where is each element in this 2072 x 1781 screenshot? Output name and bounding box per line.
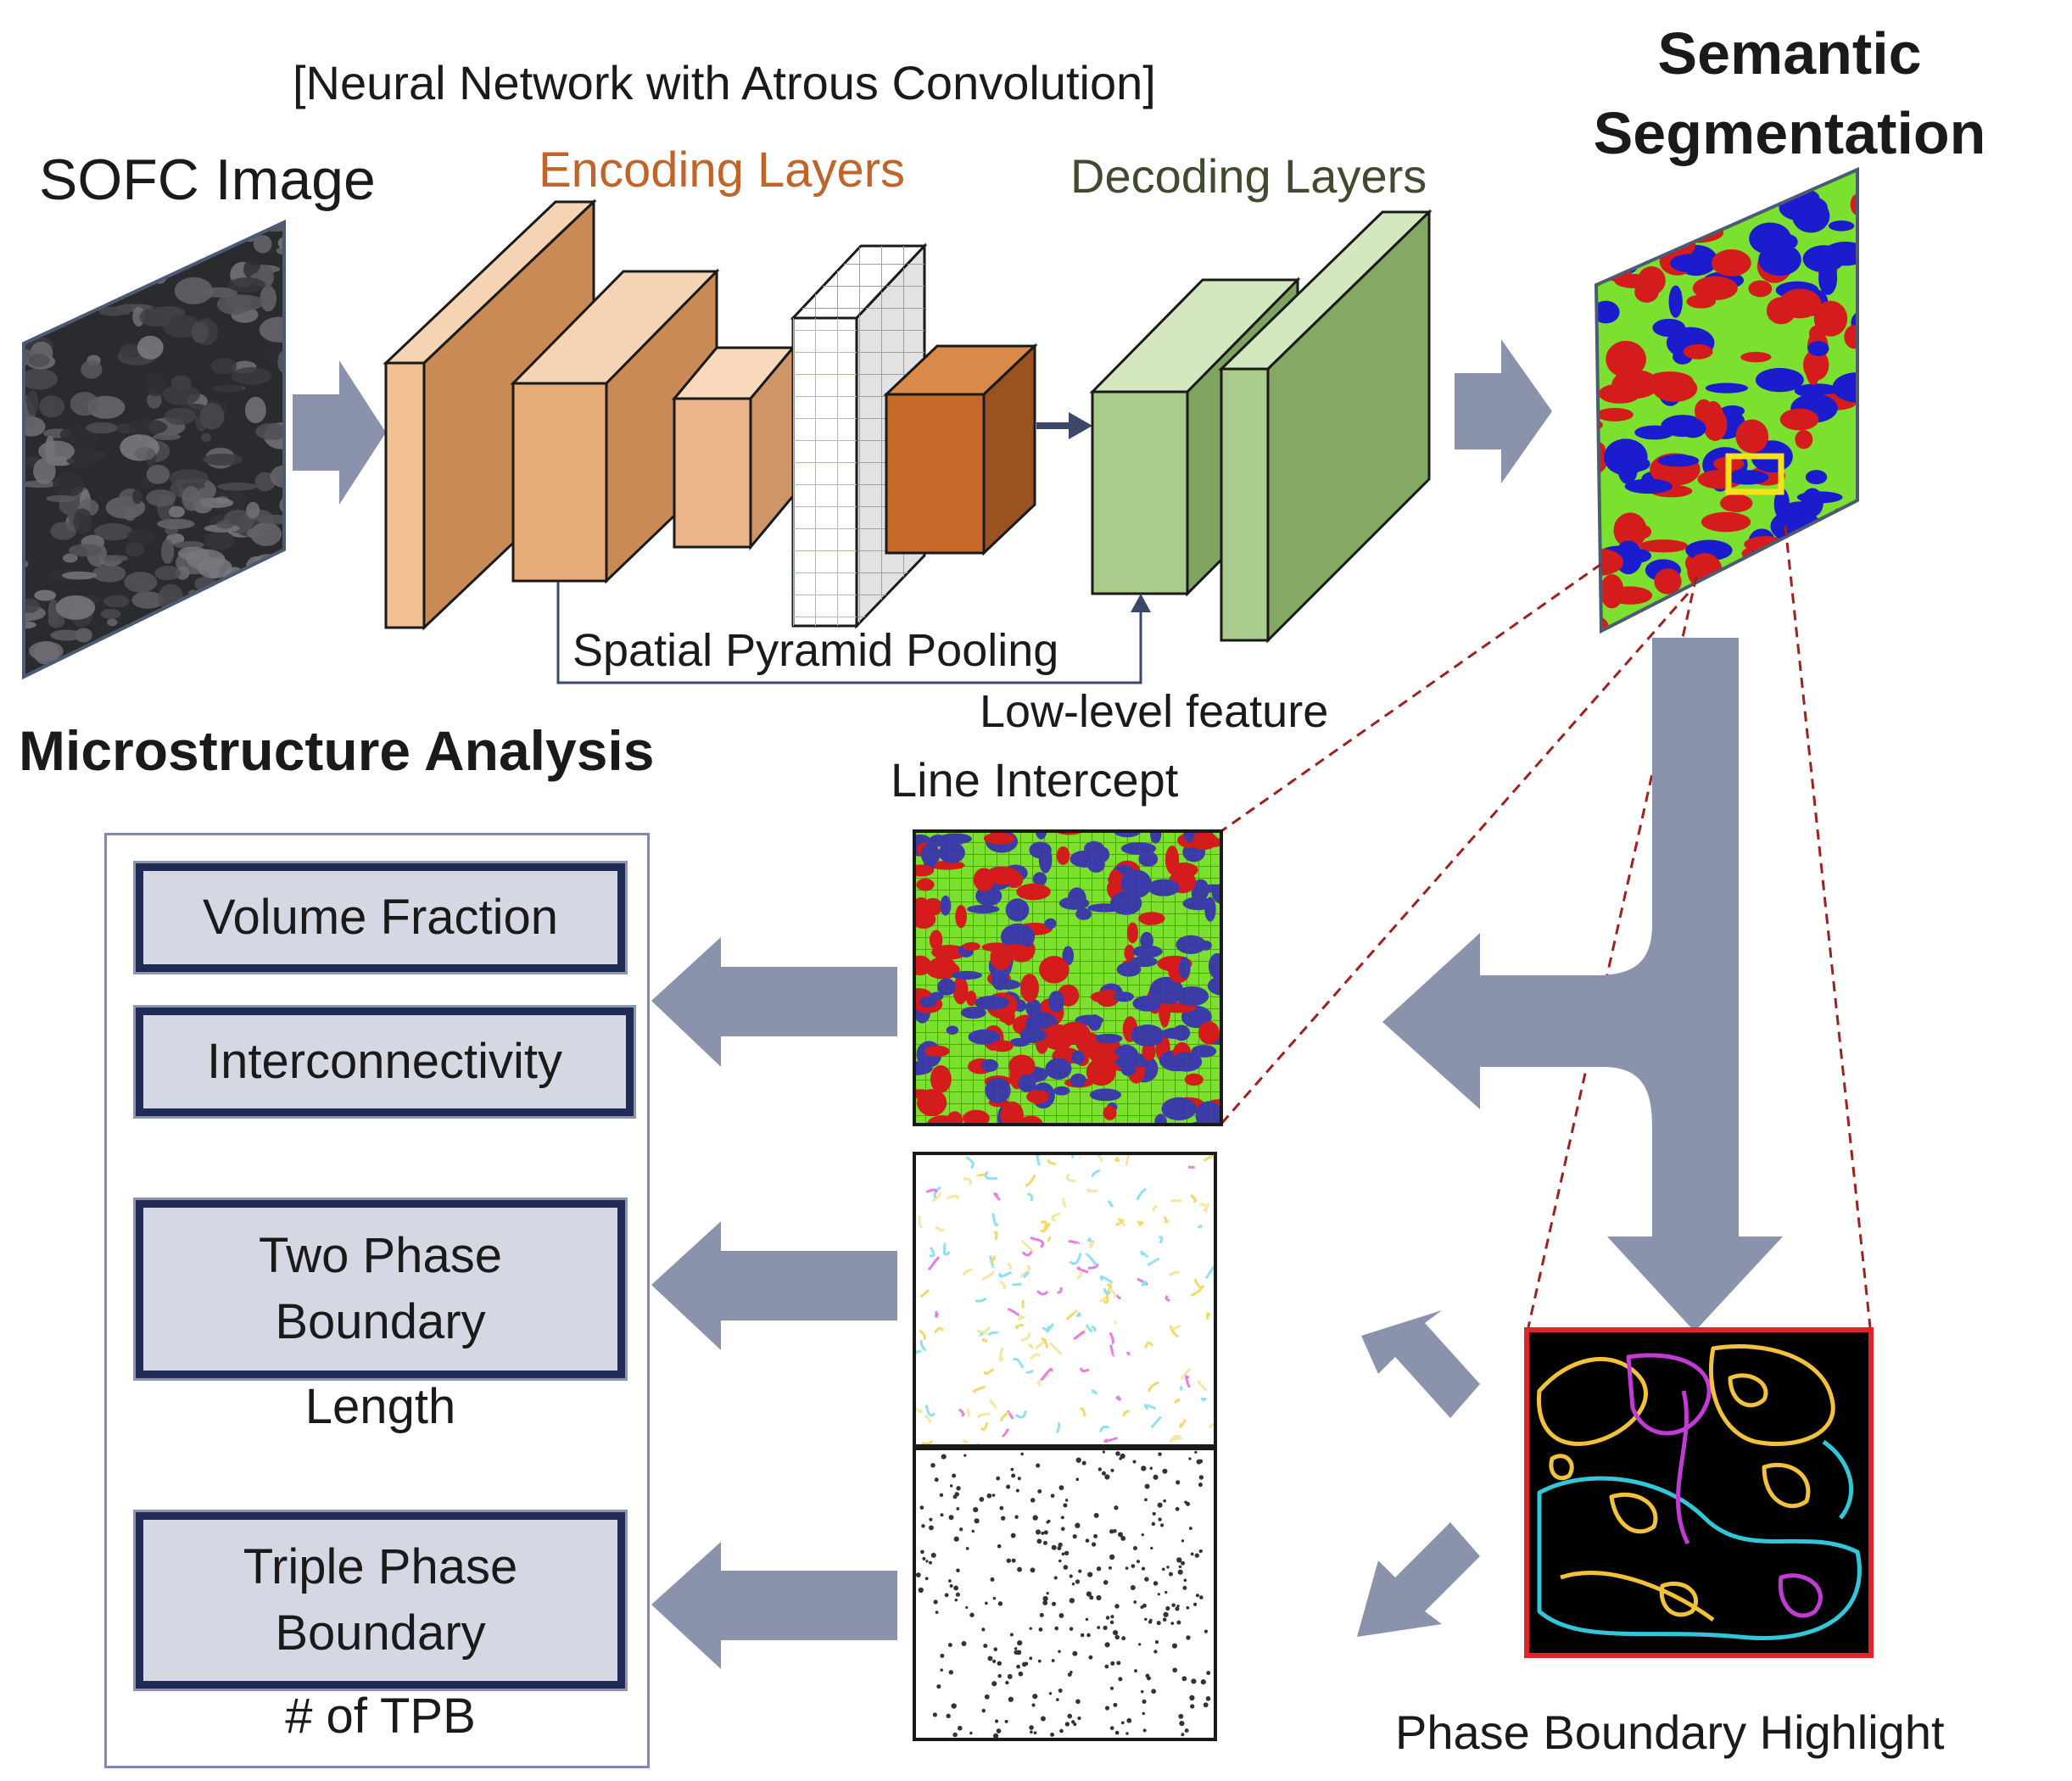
line-intercept-image (913, 829, 1223, 1126)
phase-boundary-highlight-label: Phase Boundary Highlight (1395, 1706, 1945, 1759)
segmentation-down-arrow (1607, 638, 1783, 1332)
arrow-to-two-phase (651, 1221, 897, 1350)
encoder-layer-3 (671, 343, 796, 551)
sofc-image (22, 219, 286, 680)
arrow-to-volume-fraction (651, 937, 897, 1067)
encoder-output-block (883, 343, 1038, 556)
triple-phase-caption: # of TPB (285, 1689, 476, 1744)
output-arrow (1455, 339, 1552, 483)
line-intercept-label: Line Intercept (891, 753, 1179, 807)
pbh-to-tpb-arrow (1357, 1522, 1480, 1637)
two-phase-line2: Boundary (275, 1294, 486, 1349)
decoder-layer-1 (1089, 276, 1301, 597)
triple-phase-line2: Boundary (275, 1605, 486, 1661)
sofc-image-label: SOFC Image (39, 148, 376, 212)
encoder-layer-1 (383, 198, 597, 631)
input-arrow (293, 360, 386, 505)
projection-lines (1220, 525, 1872, 1328)
decoder-layer-2 (1218, 209, 1433, 644)
analysis-panel (104, 833, 650, 1768)
volume-fraction-box: Volume Fraction (136, 863, 625, 972)
spp-label: Spatial Pyramid Pooling (572, 625, 1059, 676)
arrow-to-tpb (651, 1542, 897, 1669)
interconnectivity-box: Interconnectivity (136, 1008, 634, 1116)
tpb-points-image (913, 1447, 1217, 1741)
encoder-to-decoder-arrow (1036, 412, 1092, 439)
branch-left-arrow (1382, 924, 1652, 1128)
segmentation-image (1594, 166, 1859, 634)
low-level-feature-label: Low-level feature (980, 686, 1329, 737)
two-phase-caption: Length (304, 1379, 456, 1434)
encoding-layers-label: Encoding Layers (539, 142, 906, 198)
pbh-to-two-phase-arrow (1361, 1310, 1480, 1418)
segmentation-title-line2: Segmentation (1593, 100, 1986, 166)
microstructure-analysis-heading: Microstructure Analysis (19, 719, 655, 782)
spp-connector (556, 582, 1151, 684)
encoder-layer-2 (510, 268, 720, 584)
triple-phase-line1: Triple Phase (243, 1538, 518, 1594)
two-phase-boundary-image (913, 1152, 1217, 1448)
segmentation-title-line1: Semantic (1657, 20, 1922, 87)
two-phase-boundary-box: Two Phase Boundary (136, 1200, 625, 1378)
interconnectivity-label: Interconnectivity (206, 1033, 563, 1089)
triple-phase-boundary-box: Triple Phase Boundary (136, 1512, 625, 1689)
two-phase-line1: Two Phase (259, 1227, 502, 1283)
phase-boundary-highlight-image (1524, 1327, 1874, 1658)
roi-marker (1725, 453, 1784, 495)
network-title: [Neural Network with Atrous Convolution] (293, 56, 1156, 109)
volume-fraction-label: Volume Fraction (202, 889, 559, 945)
decoding-layers-label: Decoding Layers (1070, 149, 1427, 203)
